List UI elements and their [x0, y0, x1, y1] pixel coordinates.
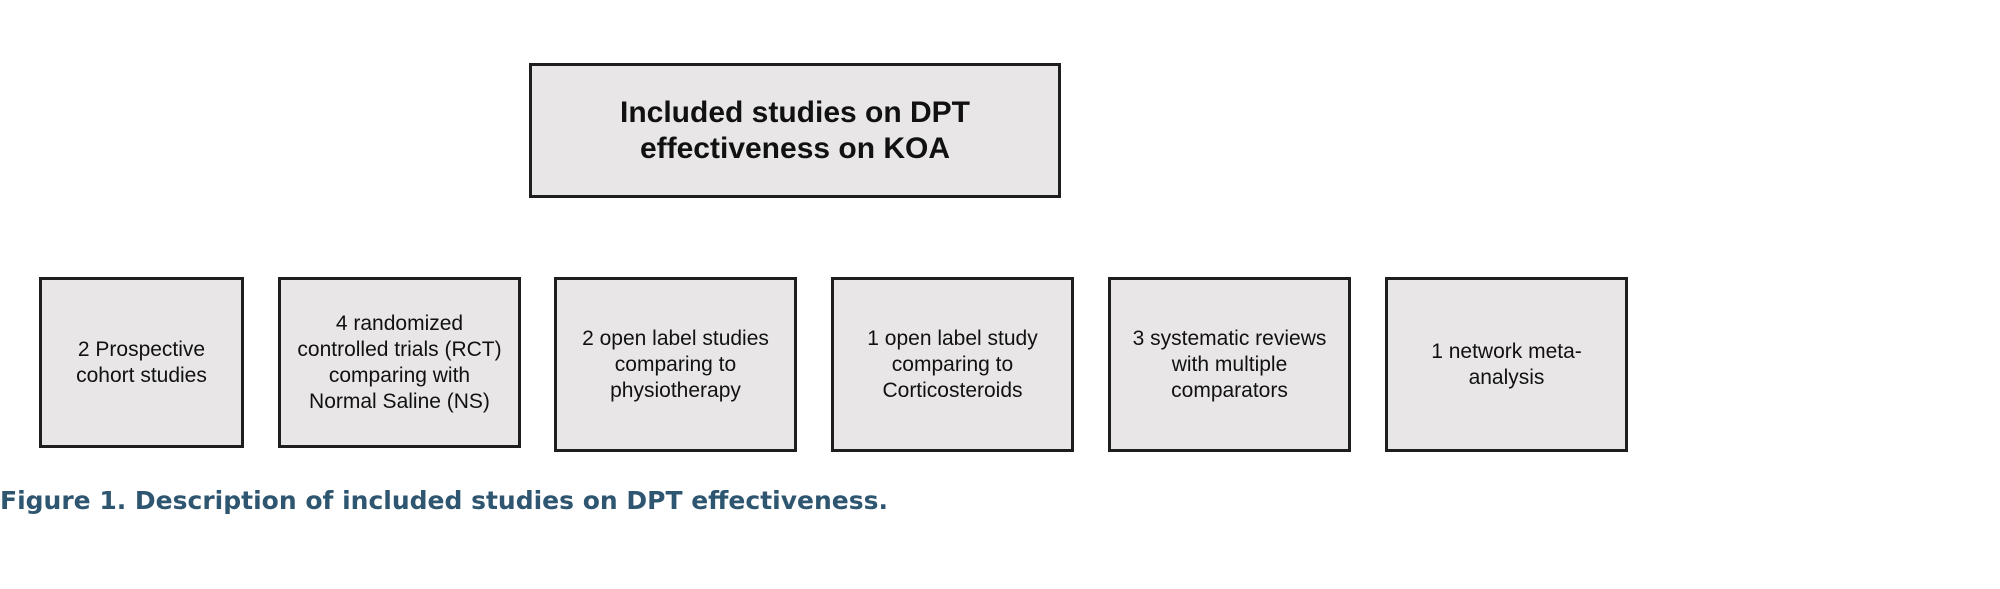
- child-node-prospective-cohort: 2 Prospective cohort studies: [39, 277, 244, 448]
- figure-caption: Figure 1. Description of included studie…: [0, 486, 888, 515]
- child-node-open-label-corticosteroids: 1 open label study comparing to Corticos…: [831, 277, 1074, 452]
- top-node-label: Included studies on DPT effectiveness on…: [619, 95, 971, 165]
- child-node-label: 4 randomized controlled trials (RCT) com…: [297, 311, 502, 413]
- top-node-included-studies: Included studies on DPT effectiveness on…: [529, 63, 1061, 198]
- child-node-label: 2 Prospective cohort studies: [76, 337, 207, 387]
- child-node-network-meta-analysis: 1 network meta-analysis: [1385, 277, 1628, 452]
- child-node-systematic-reviews: 3 systematic reviews with multiple compa…: [1108, 277, 1351, 452]
- child-node-label: 1 network meta-analysis: [1431, 339, 1582, 389]
- child-node-label: 2 open label studies comparing to physio…: [582, 326, 769, 402]
- child-node-open-label-physiotherapy: 2 open label studies comparing to physio…: [554, 277, 797, 452]
- child-node-label: 1 open label study comparing to Corticos…: [867, 326, 1038, 402]
- child-node-rct-normal-saline: 4 randomized controlled trials (RCT) com…: [278, 277, 521, 448]
- child-node-label: 3 systematic reviews with multiple compa…: [1132, 326, 1327, 402]
